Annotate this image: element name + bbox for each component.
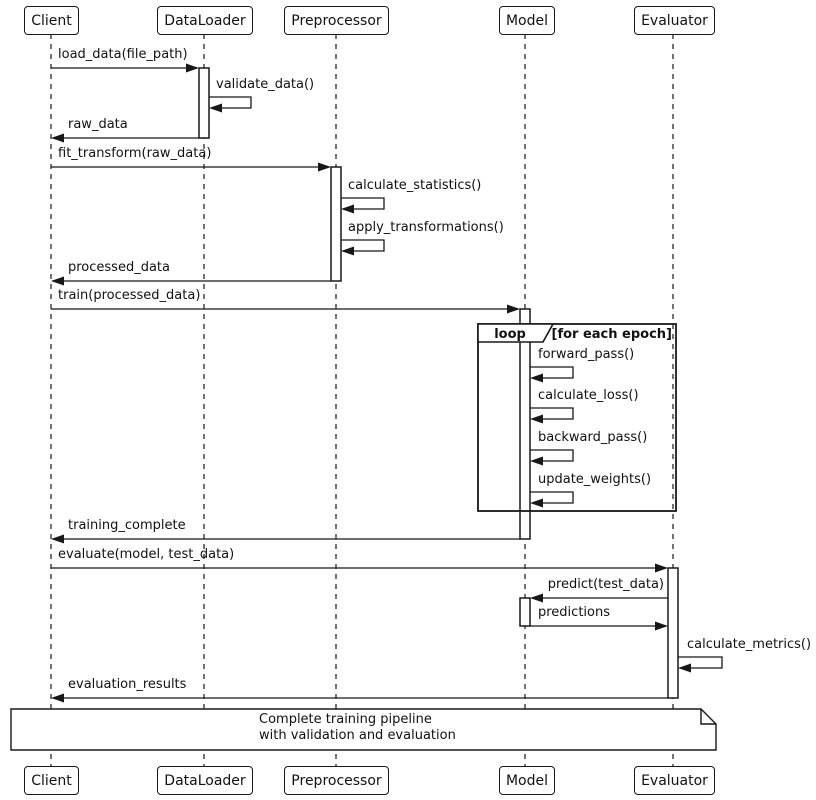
participant-preprocessor-top: Preprocessor [284, 6, 389, 35]
message-evaluate: evaluate(model, test_data) [58, 547, 235, 562]
arrow-calculate-statistics [341, 197, 385, 210]
participant-model-bottom: Model [499, 766, 555, 795]
message-backward-pass: backward_pass() [538, 430, 648, 445]
activation-evaluator [667, 567, 679, 699]
participant-label: Preprocessor [291, 772, 382, 789]
message-load-data: load_data(file_path) [58, 47, 188, 62]
message-predict: predict(test_data) [547, 577, 664, 592]
note-shape [10, 708, 717, 751]
loop-keyword: loop [494, 327, 526, 342]
arrow-backward-pass [530, 449, 574, 462]
participant-label: Client [31, 772, 72, 789]
message-train: train(processed_data) [58, 288, 201, 303]
activation-model-predict [519, 597, 531, 627]
participant-label: Model [505, 12, 549, 29]
arrow-forward-pass [530, 366, 574, 379]
note-text: Complete training pipeline with validati… [259, 712, 456, 744]
message-calculate-loss: calculate_loss() [538, 388, 639, 403]
activation-preprocessor [330, 166, 342, 282]
participant-evaluator-bottom: Evaluator [634, 766, 715, 795]
arrow-calculate-metrics [678, 656, 723, 669]
loop-condition: [for each epoch] [551, 327, 673, 342]
message-training-complete: training_complete [68, 518, 186, 533]
activation-model-train [519, 308, 531, 540]
participant-label: Evaluator [641, 772, 708, 789]
message-validate-data: validate_data() [216, 77, 315, 92]
participant-client-top: Client [24, 6, 79, 35]
participant-label: Model [505, 772, 549, 789]
message-calculate-statistics: calculate_statistics() [348, 178, 482, 193]
loop-frame [477, 323, 677, 512]
loop-header-pentagon [477, 323, 555, 343]
activation-dataloader [198, 67, 210, 139]
message-calculate-metrics: calculate_metrics() [687, 637, 812, 652]
message-predictions: predictions [538, 605, 610, 620]
message-fit-transform: fit_transform(raw_data) [58, 146, 212, 161]
participant-model-top: Model [499, 6, 555, 35]
message-apply-transformations: apply_transformations() [348, 220, 504, 235]
arrow-validate-data [209, 96, 252, 109]
participant-dataloader-top: DataLoader [157, 6, 253, 35]
arrow-calculate-loss [530, 407, 574, 420]
arrow-apply-transformations [341, 239, 385, 252]
participant-evaluator-top: Evaluator [634, 6, 715, 35]
participant-label: DataLoader [164, 772, 246, 789]
note-line-1: Complete training pipeline [259, 712, 432, 727]
participant-label: Preprocessor [291, 12, 382, 29]
arrow-update-weights [530, 491, 574, 504]
participant-client-bottom: Client [24, 766, 79, 795]
message-raw-data: raw_data [68, 117, 128, 132]
note-line-2: with validation and evaluation [259, 728, 456, 743]
participant-label: Evaluator [641, 12, 708, 29]
participant-dataloader-bottom: DataLoader [157, 766, 253, 795]
message-update-weights: update_weights() [538, 472, 652, 487]
message-forward-pass: forward_pass() [538, 347, 635, 362]
message-evaluation-results: evaluation_results [68, 677, 187, 692]
participant-label: DataLoader [164, 12, 246, 29]
participant-preprocessor-bottom: Preprocessor [284, 766, 389, 795]
message-processed-data: processed_data [68, 260, 170, 275]
participant-label: Client [31, 12, 72, 29]
